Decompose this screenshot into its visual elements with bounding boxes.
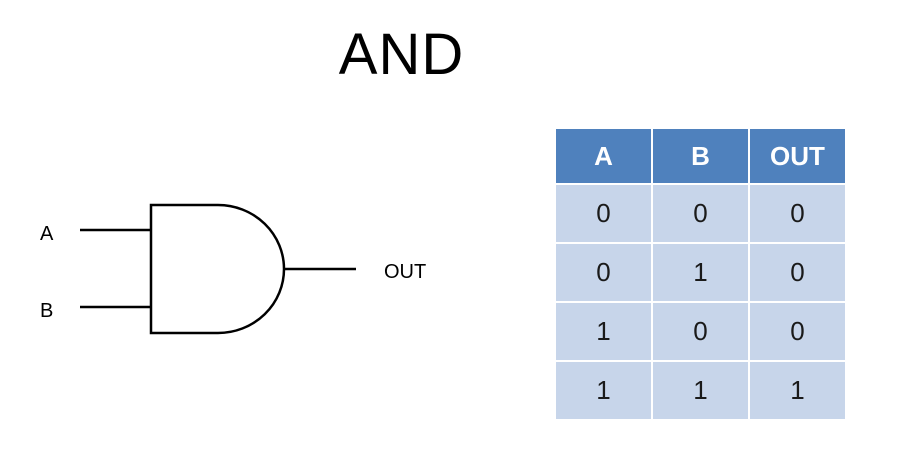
table-row: 0 1 0 <box>554 242 847 303</box>
table-cell: 1 <box>554 301 653 362</box>
table-cell: 0 <box>554 183 653 244</box>
table-row: 0 0 0 <box>554 183 847 244</box>
table-row: 1 1 1 <box>554 360 847 421</box>
truth-table: A B OUT 0 0 0 0 1 0 1 0 0 1 1 <box>554 127 847 421</box>
table-cell: 0 <box>748 301 847 362</box>
table-cell: 1 <box>651 242 750 303</box>
slide-title: AND <box>338 22 465 87</box>
table-cell: 0 <box>651 183 750 244</box>
output-label: OUT <box>384 261 426 283</box>
header-cell-out: OUT <box>748 127 847 185</box>
table-cell: 0 <box>554 242 653 303</box>
table-cell: 0 <box>748 183 847 244</box>
table-cell: 1 <box>554 360 653 421</box>
input-b-label: B <box>40 300 53 322</box>
and-gate-diagram: A B OUT <box>40 203 426 335</box>
truth-table-header-row: A B OUT <box>554 127 847 185</box>
table-row: 1 0 0 <box>554 301 847 362</box>
header-cell-b: B <box>651 127 750 185</box>
table-cell: 1 <box>748 360 847 421</box>
and-gate-symbol <box>149 203 286 335</box>
table-cell: 0 <box>651 301 750 362</box>
table-cell: 0 <box>748 242 847 303</box>
header-cell-a: A <box>554 127 653 185</box>
table-cell: 1 <box>651 360 750 421</box>
input-a-label: A <box>40 223 54 245</box>
